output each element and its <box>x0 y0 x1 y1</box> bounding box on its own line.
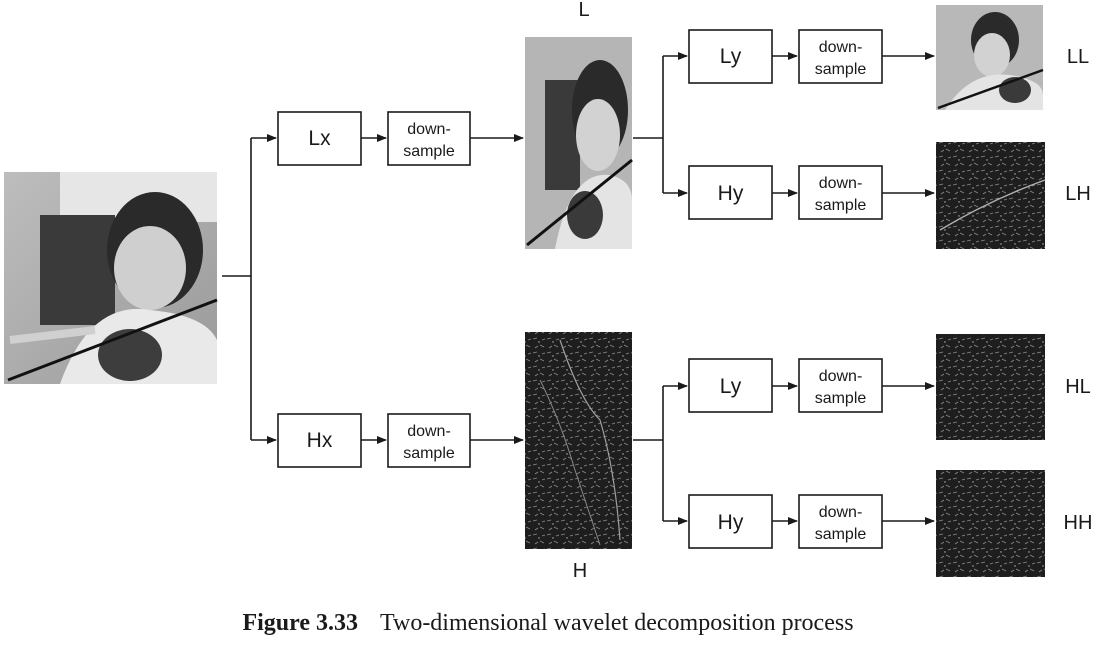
svg-text:Hy: Hy <box>718 182 744 205</box>
lh-subband-image <box>936 142 1046 249</box>
svg-text:down-: down- <box>819 175 863 192</box>
downsample-box-ll: down- sample <box>798 29 883 84</box>
hh-subband-image <box>936 470 1045 577</box>
figure-number: Figure 3.33 <box>242 610 358 636</box>
lx-label: Lx <box>308 127 331 150</box>
lx-filter-box: Lx <box>277 111 362 166</box>
connectors <box>222 52 935 525</box>
ll-subband-image <box>936 5 1044 110</box>
hx-label: Hx <box>307 429 333 452</box>
l-subband-image <box>525 37 633 249</box>
downsample-box-lx: down- sample <box>387 111 471 166</box>
hl-subband-image <box>936 334 1045 440</box>
svg-text:sample: sample <box>403 445 455 462</box>
hl-label: HL <box>1065 376 1091 398</box>
l-image-label: L <box>578 0 589 21</box>
svg-text:down-: down- <box>407 423 451 440</box>
h-subband-image <box>525 332 632 549</box>
svg-text:sample: sample <box>815 526 867 543</box>
svg-text:sample: sample <box>815 197 867 214</box>
svg-text:Ly: Ly <box>720 45 742 68</box>
figure-caption: Figure 3.33 Two-dimensional wavelet decom… <box>0 610 1096 637</box>
svg-text:sample: sample <box>815 61 867 78</box>
hy-filter-box-bottom: Hy <box>688 494 773 549</box>
lh-label: LH <box>1065 183 1091 205</box>
hy-filter-box-top: Hy <box>688 165 773 220</box>
ly-filter-box-top: Ly <box>688 29 773 84</box>
svg-text:down-: down- <box>819 368 863 385</box>
hh-label: HH <box>1064 512 1093 534</box>
svg-text:sample: sample <box>403 143 455 160</box>
figure-title: Two-dimensional wavelet decomposition pr… <box>380 610 854 636</box>
downsample-box-hx: down- sample <box>387 413 471 468</box>
hx-filter-box: Hx <box>277 413 362 468</box>
downsample-box-lh: down- sample <box>798 165 883 220</box>
svg-text:Ly: Ly <box>720 375 742 398</box>
svg-text:down-: down- <box>407 121 451 138</box>
downsample-box-hh: down- sample <box>798 494 883 549</box>
svg-text:down-: down- <box>819 504 863 521</box>
ly-filter-box-bottom: Ly <box>688 358 773 413</box>
h-image-label: H <box>573 560 587 582</box>
svg-text:Hy: Hy <box>718 511 744 534</box>
ll-label: LL <box>1067 46 1089 68</box>
original-image <box>4 172 218 384</box>
svg-text:sample: sample <box>815 390 867 407</box>
svg-text:down-: down- <box>819 39 863 56</box>
downsample-box-hl: down- sample <box>798 358 883 413</box>
